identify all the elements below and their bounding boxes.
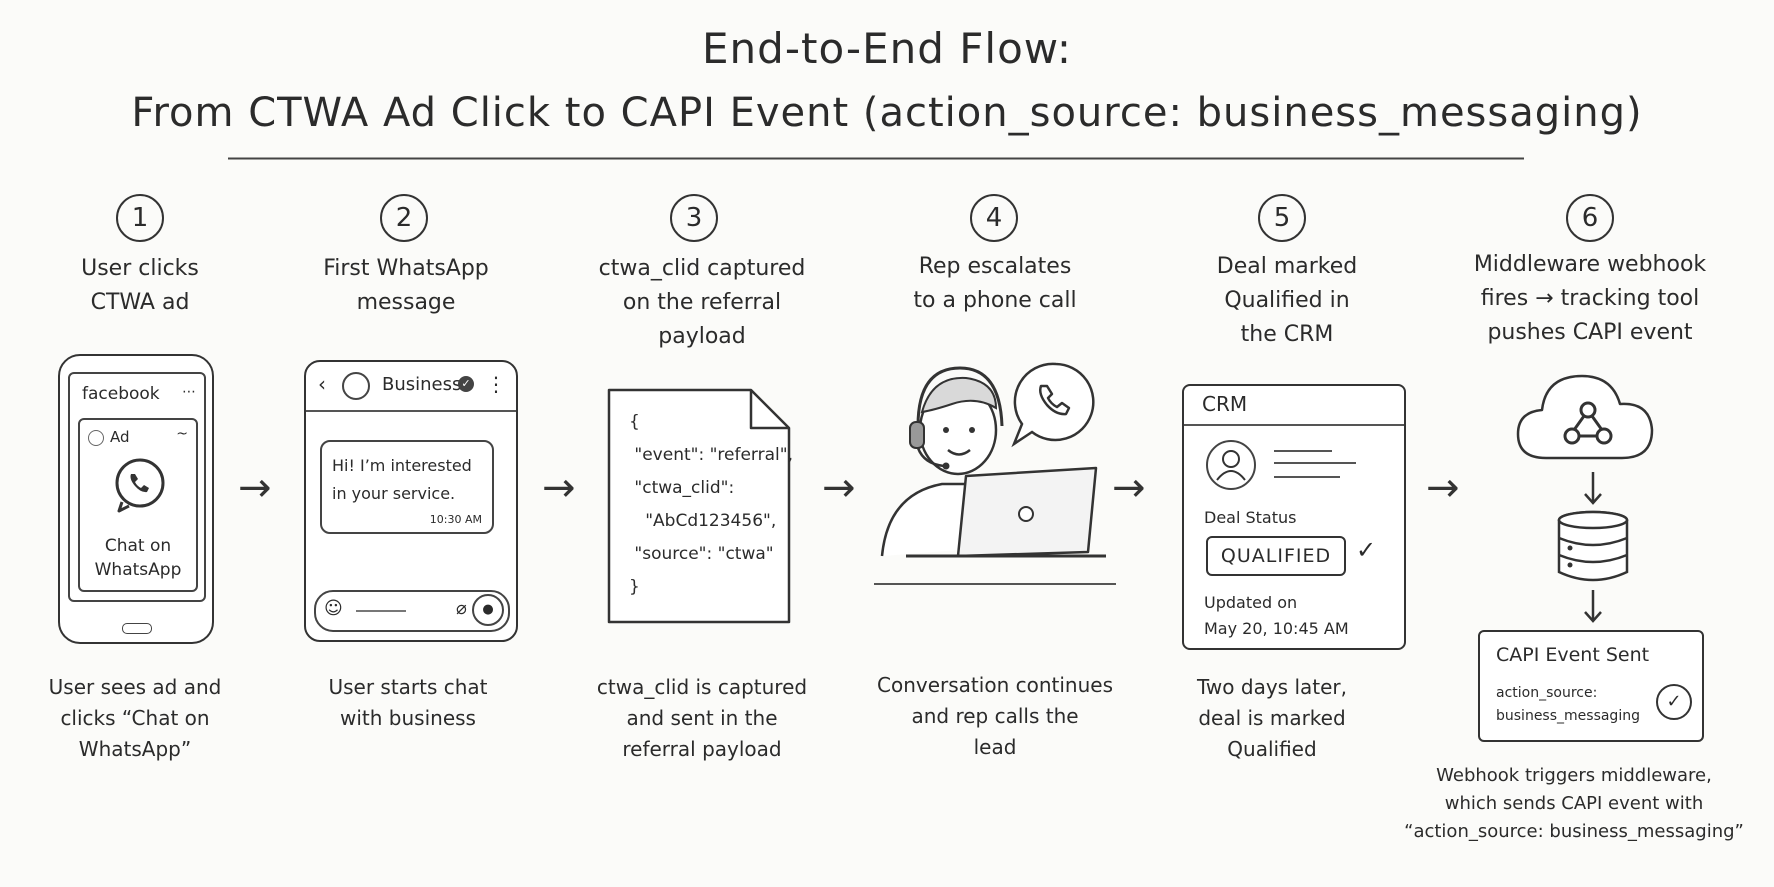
step-1-title: User clicks CTWA ad: [81, 256, 199, 315]
ad-label: Ad: [110, 428, 130, 446]
page-subtitle: From CTWA Ad Click to CAPI Event (action…: [131, 90, 1643, 136]
step-5-title: Deal marked Qualified in the CRM: [1216, 254, 1358, 347]
facebook-app-label: facebook: [82, 384, 160, 404]
contact-name: Business: [382, 374, 462, 395]
menu-icon: ⋯: [182, 384, 196, 400]
step-2-title: First WhatsApp message: [323, 256, 489, 315]
phone-ad-illustration: facebook ⋯ Ad ~ Chat on WhatsApp: [58, 354, 214, 644]
arrow-1-2: →: [238, 465, 272, 511]
ad-card[interactable]: Ad ~ Chat on WhatsApp: [78, 418, 198, 592]
rep-with-headset-illustration: [874, 362, 1116, 585]
step-6-title: Middleware webhook fires → tracking tool…: [1473, 252, 1707, 345]
crm-header: CRM: [1184, 386, 1404, 426]
title-underline: [228, 157, 1524, 160]
deal-status-label: Deal Status: [1204, 508, 1297, 527]
crm-detail-line: [1274, 476, 1340, 478]
verified-badge-icon: ✓: [458, 376, 474, 392]
updated-timestamp: Updated on May 20, 10:45 AM: [1204, 593, 1349, 638]
step-5-number: 5: [1258, 194, 1306, 242]
back-arrow-icon: ‹: [318, 372, 326, 396]
capi-event-title: CAPI Event Sent: [1496, 644, 1650, 666]
microphone-icon: ●: [472, 594, 504, 626]
advertiser-avatar-icon: [88, 430, 104, 446]
crm-detail-line: [1274, 462, 1356, 464]
more-options-icon: ⋮: [486, 372, 506, 396]
arrow-3-4: →: [822, 465, 856, 511]
message-input-bar: ☺ ⌀ ●: [314, 590, 510, 632]
document-icon: [607, 388, 791, 624]
referral-payload-document: { "event": "referral", "ctwa_clid": "AbC…: [607, 388, 793, 624]
step-4-number: 4: [970, 194, 1018, 242]
arrow-2-3: →: [542, 465, 576, 511]
avatar: [342, 372, 370, 400]
phone-screen: facebook ⋯ Ad ~ Chat on WhatsApp: [68, 372, 206, 602]
message-timestamp: 10:30 AM: [429, 513, 482, 526]
step-3-title: ctwa_clid captured on the referral paylo…: [598, 256, 806, 349]
capi-event-card: CAPI Event Sent action_source: business_…: [1478, 630, 1704, 742]
database-icon: [1557, 510, 1629, 582]
options-icon: ~: [176, 426, 188, 442]
success-check-icon: ✓: [1656, 684, 1692, 720]
webhook-cloud-icon: [1516, 374, 1654, 460]
home-button: [122, 623, 152, 634]
chat-message-bubble: Hi! I’m interested in your service. 10:3…: [320, 440, 494, 534]
crm-detail-line: [1274, 450, 1332, 452]
step-2-caption: User starts chat with business: [328, 675, 488, 730]
step-4-caption: Conversation continues and rep calls the…: [877, 673, 1113, 759]
whatsapp-chat-illustration: ‹ Business ✓ ⋮ Hi! I’m interested in you…: [304, 360, 518, 642]
arrow-5-6: →: [1426, 465, 1460, 511]
crm-card: CRM Deal Status QUALIFIED ✓ Updated on M…: [1182, 384, 1406, 650]
step-6-number: 6: [1566, 194, 1614, 242]
step-3-caption: ctwa_clid is captured and sent in the re…: [596, 675, 808, 761]
step-1-caption: User sees ad and clicks “Chat on WhatsAp…: [48, 675, 222, 761]
step-1-number: 1: [116, 194, 164, 242]
attachment-icon: ⌀: [456, 598, 467, 619]
contact-avatar-icon: [1206, 440, 1256, 490]
whatsapp-icon: [115, 458, 165, 513]
arrow-down-icon: [1584, 472, 1602, 505]
chat-on-whatsapp-button[interactable]: Chat on WhatsApp: [94, 536, 182, 580]
step-5-caption: Two days later, deal is marked Qualified: [1197, 675, 1347, 761]
step-3-number: 3: [670, 194, 718, 242]
step-2-number: 2: [380, 194, 428, 242]
step-4-title: Rep escalates to a phone call: [913, 254, 1077, 313]
emoji-icon: ☺: [324, 598, 343, 619]
checkmark-icon: ✓: [1356, 536, 1377, 564]
status-badge: QUALIFIED: [1206, 536, 1346, 576]
step-6-caption: Webhook triggers middleware, which sends…: [1404, 765, 1744, 842]
arrow-4-5: →: [1112, 465, 1146, 511]
input-placeholder-line: [356, 610, 406, 612]
message-text: Hi! I’m interested in your service.: [332, 456, 472, 503]
chat-header: ‹ Business ✓ ⋮: [306, 362, 516, 412]
crm-title: CRM: [1202, 392, 1248, 416]
capi-action-source: action_source: business_messaging: [1496, 685, 1640, 724]
payload-json: { "event": "referral", "ctwa_clid": "AbC…: [629, 412, 793, 597]
arrow-down-icon: [1584, 590, 1602, 623]
page-title: End-to-End Flow:: [702, 24, 1072, 73]
